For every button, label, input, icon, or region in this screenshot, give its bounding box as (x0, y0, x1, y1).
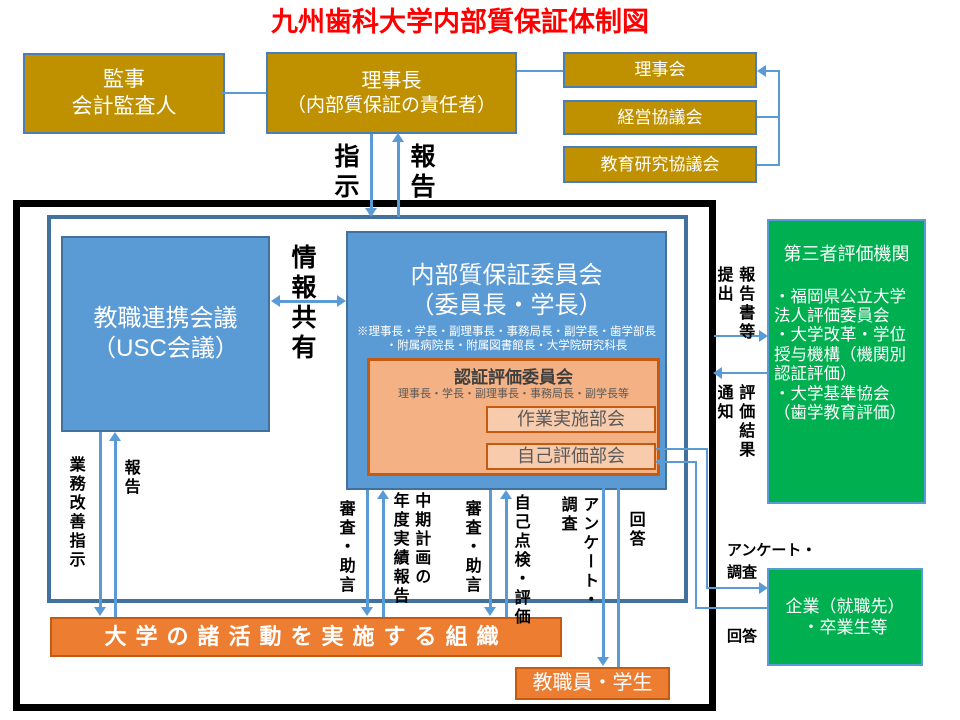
label-submit-line1: 報告書等 (736, 266, 754, 342)
arrow-review-advice-2 (484, 607, 496, 616)
line-survey-out-v (706, 448, 708, 589)
third-party-title: 第三者評価機関 (783, 244, 910, 264)
node-usc-line2: （USC会議） (92, 335, 239, 362)
label-answer-horizontal: 回答 (727, 628, 758, 645)
label-survey-horizontal: アンケート・ 調査 (727, 540, 816, 584)
university-frame (13, 200, 716, 711)
arrow-survey-down (597, 657, 609, 666)
node-president-line1: 理事長 (361, 69, 422, 92)
arrow-answer-into-selfeval (655, 456, 664, 468)
line-councils-vertical (778, 70, 780, 166)
label-submit-reports: 報告書等 提出 (712, 266, 755, 342)
line-business-improvement (99, 432, 102, 609)
node-education-research-council: 教育研究協議会 (563, 146, 757, 183)
line-answer-back-h2 (664, 461, 695, 463)
line-report-up (397, 142, 400, 217)
line-answer-back-h1 (695, 607, 768, 609)
label-directive: 指示 (331, 143, 359, 203)
label-review-advice-2: 審査・助言 (462, 500, 480, 595)
line-submit-reports (714, 335, 760, 337)
node-usc-line1: 教職連携会議 (93, 305, 238, 332)
line-survey-out-h2 (706, 587, 760, 589)
arrow-answer-up (612, 477, 624, 486)
node-president: 理事長 （内部質保証の責任者） (266, 52, 517, 134)
label-survey-vertical: アンケート・ 調査 (556, 496, 599, 610)
iqa-title-line1: 内部質保証委員会 (410, 262, 603, 289)
arrow-midterm-report (377, 490, 389, 499)
label-business-improvement: 業務改善指示 (66, 456, 84, 570)
label-self-check: 自己点検・評価 (511, 494, 529, 627)
arrow-directive-down (365, 208, 377, 217)
line-auditor-president (222, 92, 266, 94)
label-midterm-line2: 年度実績報告 (390, 492, 408, 606)
node-auditor: 監事 会計監査人 (23, 53, 225, 134)
line-directive-down (370, 134, 373, 210)
line-survey-out-h1 (656, 448, 708, 450)
line-report-left-up (114, 441, 117, 617)
node-auditor-line2: 会計監査人 (71, 94, 177, 118)
label-survey-v-line1: アンケート・ (580, 496, 598, 610)
line-self-check (505, 499, 508, 617)
node-president-line2: （内部質保証の責任者） (286, 94, 496, 116)
node-companies-alumni: 企業（就職先） ・卒業生等 (767, 568, 923, 666)
label-submit-line2: 提出 (714, 266, 732, 304)
label-notify-line2: 通知 (714, 384, 732, 422)
line-answer-back-v (695, 461, 697, 609)
line-education-stub (757, 164, 780, 166)
third-party-item-2: ・大学改革・学位授与機構（機関別認証評価） (774, 326, 906, 384)
arrow-report-left-up (109, 432, 121, 441)
line-answer-up (617, 486, 620, 667)
arrow-review-advice-1 (361, 607, 373, 616)
label-midterm-line1: 中期計画の (412, 492, 430, 587)
third-party-item-1: ・福岡県公立大学法人評価委員会 (774, 287, 906, 325)
label-review-advice-1: 審査・助言 (336, 500, 354, 595)
arrow-self-check (500, 490, 512, 499)
arrow-into-board (757, 65, 766, 77)
iqa-note-line1: ※理事長・学長・副理事長・事務局長・副学長・歯学部長 (357, 326, 656, 338)
line-review-advice-2 (489, 490, 492, 608)
page-title: 九州歯科大学内部質保証体制図 (271, 7, 649, 37)
label-answer-vertical: 回答 (626, 511, 644, 549)
arrow-business-improvement (94, 607, 106, 616)
line-board-stub (765, 70, 780, 72)
label-info-share: 情報共有 (288, 244, 316, 364)
line-review-advice-1 (366, 490, 369, 608)
iqa-note-line2: ・附属病院長・附属図書館長・大学院研究科長 (385, 340, 628, 353)
label-survey-v-line2: 調査 (558, 496, 576, 534)
label-survey-h-line1: アンケート・ (727, 542, 817, 559)
line-president-board (517, 70, 563, 72)
node-university-activities-org: 大学の諸活動を実施する組織 (50, 617, 562, 657)
node-board-of-directors: 理事会 (563, 52, 757, 88)
node-usc-meeting: 教職連携会議 （USC会議） (61, 236, 270, 432)
line-midterm-report (382, 499, 385, 617)
arrow-info-share-right (337, 295, 346, 307)
iqa-title-line2: （委員長・学長） (410, 292, 603, 319)
node-staff-students: 教職員・学生 (515, 667, 670, 700)
label-notify-results: 評価結果 通知 (712, 384, 755, 460)
accreditation-note: 理事長・学長・副理事長・事務局長・副学長等 (398, 388, 629, 401)
arrow-notify-results (713, 367, 722, 379)
label-survey-h-line2: 調査 (727, 563, 758, 581)
line-survey-down (602, 477, 605, 659)
node-working-subcommittee: 作業実施部会 (486, 406, 656, 433)
arrow-report-up (392, 133, 404, 142)
company-line1: 企業（就職先） (785, 596, 905, 616)
line-info-share (279, 300, 337, 303)
third-party-item-3: ・大学基準協会（歯学教育評価） (774, 384, 906, 423)
label-report-top: 報告 (407, 143, 435, 203)
company-line2: ・卒業生等 (802, 618, 888, 637)
line-management-stub (757, 116, 780, 118)
node-management-council: 経営協議会 (563, 100, 757, 135)
arrow-survey-into-company (759, 582, 768, 594)
node-self-evaluation-subcommittee: 自己評価部会 (486, 443, 656, 470)
arrow-info-share-left (271, 295, 280, 307)
line-notify-results (722, 372, 768, 374)
node-auditor-line1: 監事 (103, 68, 145, 92)
arrow-submit-reports (759, 330, 768, 342)
label-report-left: 報告 (121, 459, 139, 497)
node-third-party-evaluators: 第三者評価機関 ・福岡県公立大学法人評価委員会 ・大学改革・学位授与機構（機関別… (767, 219, 926, 504)
label-midterm-report: 中期計画の 年度実績報告 (388, 492, 431, 606)
accreditation-title: 認証評価委員会 (454, 368, 573, 387)
label-notify-line1: 評価結果 (736, 384, 754, 460)
